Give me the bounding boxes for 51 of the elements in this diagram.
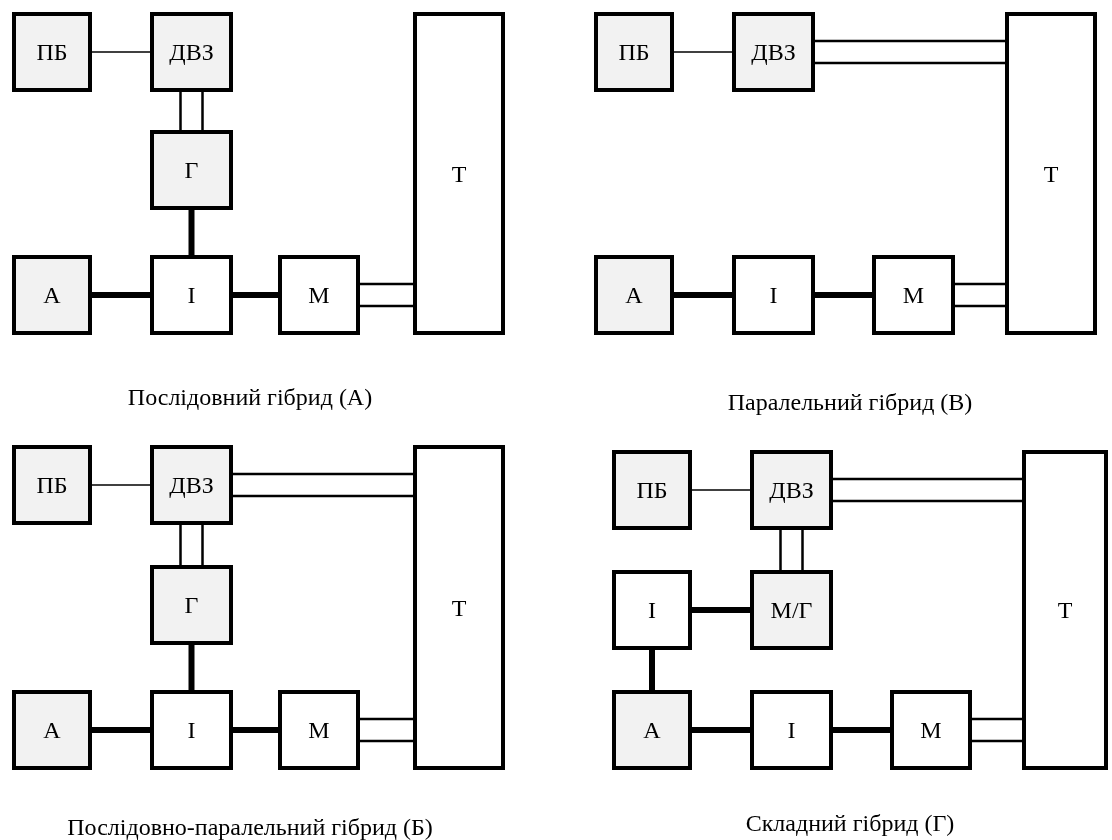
shaft-line [179, 523, 204, 567]
power-line [233, 727, 278, 733]
caption-text: Послідовно-паралельний гібрид (Б) [67, 813, 433, 840]
unit-box: Т [413, 445, 505, 770]
unit-box: Г [150, 130, 233, 210]
unit-box: А [594, 255, 674, 335]
caption-text: Складний гібрид (Г) [745, 809, 955, 838]
unit-box: І [732, 255, 815, 335]
unit-box: ДВЗ [150, 12, 233, 92]
caption-text: Послідовний гібрид (А) [127, 383, 373, 412]
connector-line [691, 489, 751, 491]
caption-text: Паралельний гібрид (В) [727, 388, 973, 417]
power-line [833, 727, 890, 733]
power-line [649, 650, 655, 690]
unit-box: М [872, 255, 955, 335]
unit-box: Т [413, 12, 505, 335]
power-line [692, 727, 750, 733]
shaft-line [179, 90, 204, 132]
connector-line [673, 51, 733, 53]
unit-box: А [12, 255, 92, 335]
shaft-line [779, 528, 804, 572]
unit-box: ПБ [12, 12, 92, 92]
unit-box: Г [150, 565, 233, 645]
power-line [188, 210, 195, 255]
unit-box: ДВЗ [732, 12, 815, 92]
unit-box: ДВЗ [750, 450, 833, 530]
unit-box: ПБ [12, 445, 92, 525]
power-line [92, 292, 150, 298]
unit-box: І [150, 690, 233, 770]
unit-box: ПБ [594, 12, 674, 92]
power-line [674, 292, 732, 298]
unit-box: А [612, 690, 692, 770]
unit-box: Т [1022, 450, 1108, 770]
power-line [92, 727, 150, 733]
unit-box: І [150, 255, 233, 335]
power-line [692, 607, 750, 613]
unit-box: ДВЗ [150, 445, 233, 525]
unit-box: М [890, 690, 972, 770]
connector-line [91, 484, 151, 486]
power-line [233, 292, 278, 298]
power-line [188, 645, 195, 690]
unit-box: М/Г [750, 570, 833, 650]
unit-box: М [278, 255, 360, 335]
unit-box: Т [1005, 12, 1097, 335]
unit-box: І [750, 690, 833, 770]
unit-box: М [278, 690, 360, 770]
unit-box: ПБ [612, 450, 692, 530]
unit-box: І [612, 570, 692, 650]
connector-line [91, 51, 151, 53]
power-line [815, 292, 872, 298]
unit-box: А [12, 690, 92, 770]
